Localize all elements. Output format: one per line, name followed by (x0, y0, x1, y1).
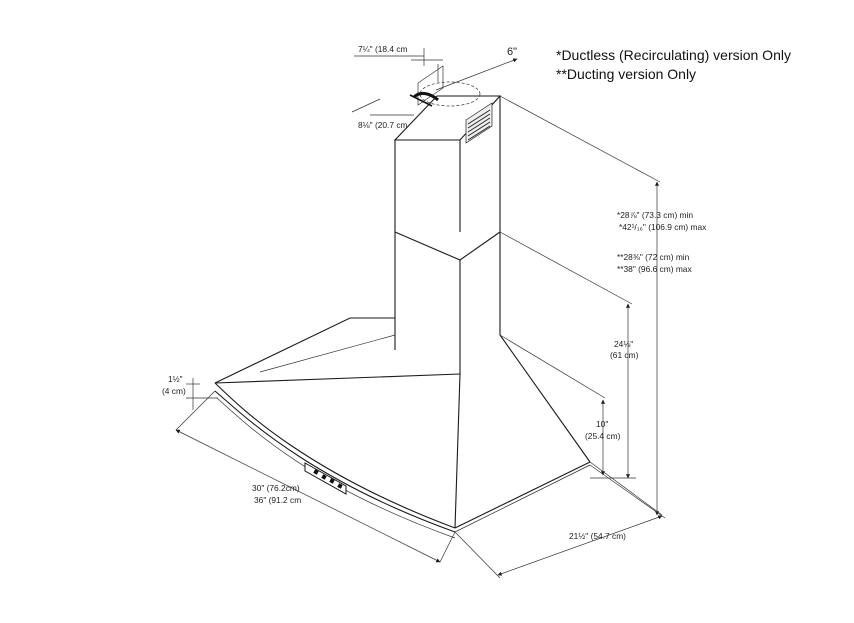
hood-height-in-label: 24⅛" (614, 339, 633, 349)
chimney-lower (394, 231, 501, 374)
ductless-note: *Ductless (Recirculating) version Only (556, 47, 791, 63)
version-notes: *Ductless (Recirculating) version Only *… (556, 46, 791, 84)
depth-label: 21½" (54.7 cm) (569, 531, 626, 541)
duct-depth-label: 7¼" (18.4 cm (358, 44, 408, 54)
width-36-label: 36" (91.2 cm (254, 495, 301, 505)
height-ducting-min-label: **28⅜" (72 cm) min (617, 252, 690, 262)
ducting-note: **Ducting version Only (556, 66, 697, 82)
duct-diameter-label: 6" (507, 46, 517, 58)
duct-top (409, 65, 481, 107)
lip-cm-label: (4 cm) (162, 386, 186, 396)
chimney-upper (393, 95, 502, 232)
dimension-lines (175, 48, 666, 579)
base-height-in-label: 10" (596, 419, 608, 429)
width-30-label: 30" (76.2cm) (252, 483, 300, 493)
lip-in-label: 1½" (168, 374, 183, 384)
height-ductless-min-label: *28⅞" (73.3 cm) min (617, 210, 693, 220)
height-ducting-max-label: **38" (96.6 cm) max (617, 264, 692, 274)
vent-grille (465, 102, 493, 144)
duct-width-label: 8⅛" (20.7 cm (358, 120, 408, 130)
hood-height-cm-label: (61 cm) (610, 350, 639, 360)
base-height-cm-label: (25.4 cm) (585, 431, 621, 441)
height-ductless-max-label: *42¹/₁₆" (106.9 cm) max (619, 222, 707, 232)
hood-body (214, 317, 591, 539)
